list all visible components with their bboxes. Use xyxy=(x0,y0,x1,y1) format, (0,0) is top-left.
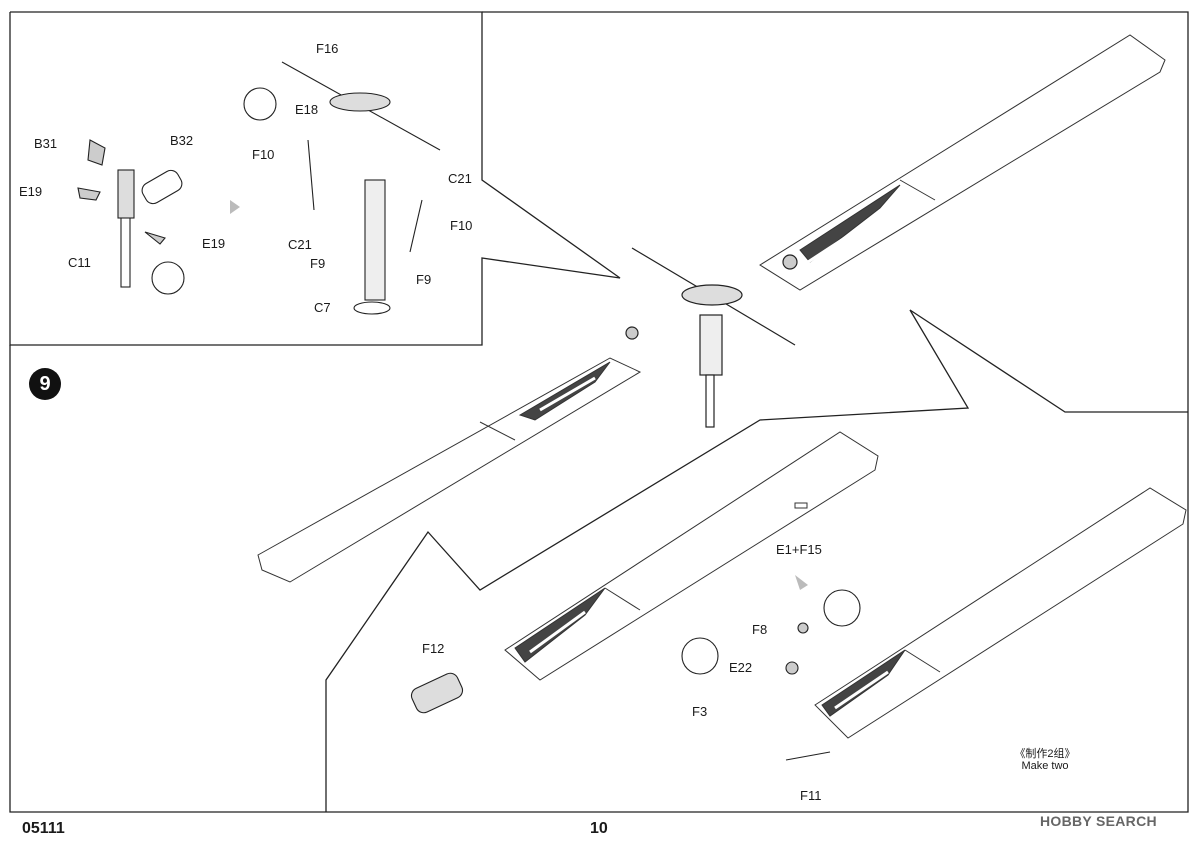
part-label-e1-f15: E1+F15 xyxy=(776,542,822,557)
step-number-badge: 9 xyxy=(29,368,61,400)
part-label-e19-right: E19 xyxy=(202,236,226,251)
inset-frame xyxy=(9,11,621,346)
rotor-blade-lower-right xyxy=(814,487,1187,739)
product-code: 05111 xyxy=(22,820,65,837)
watermark-logo: HOBBY SEARCH xyxy=(1040,813,1157,829)
make-two-note: 《制作2组》 Make two xyxy=(1000,748,1090,772)
part-label-c7: C7 xyxy=(314,300,331,315)
part-label-c11: C11 xyxy=(68,255,91,270)
part-label-f10-right: F10 xyxy=(450,218,473,233)
part-label-f16: F16 xyxy=(316,41,339,56)
part-label-f8: F8 xyxy=(752,622,768,637)
part-label-f12: F12 xyxy=(422,641,445,656)
rotor-blade-lower-middle xyxy=(504,431,879,681)
part-label-e18: E18 xyxy=(295,102,319,117)
main-frame xyxy=(9,11,1189,813)
make-two-english: Make two xyxy=(1021,760,1069,772)
part-label-b32: B32 xyxy=(170,133,194,148)
part-label-f10-top: F10 xyxy=(252,147,275,162)
callout-lower xyxy=(325,309,970,812)
part-label-e19-left: E19 xyxy=(19,184,43,199)
part-label-e22: E22 xyxy=(729,660,753,675)
arrows xyxy=(230,200,808,590)
inset-parts xyxy=(77,61,441,315)
part-label-f9-left: F9 xyxy=(310,256,326,271)
detail-callouts xyxy=(410,589,861,761)
part-label-c21-right: C21 xyxy=(448,171,472,186)
part-label-f3: F3 xyxy=(692,704,708,719)
part-label-f9-right: F9 xyxy=(416,272,432,287)
part-label-f11: F11 xyxy=(800,788,822,803)
rotor-blade-upper-right xyxy=(759,34,1166,291)
part-label-c21-left: C21 xyxy=(288,237,312,252)
callout-upper xyxy=(909,309,1188,413)
rotor-hub xyxy=(625,247,798,428)
rotor-blade-left xyxy=(257,357,642,583)
part-label-b31: B31 xyxy=(34,136,58,151)
page-number: 10 xyxy=(590,820,608,837)
make-two-chinese: 《制作2组》 xyxy=(1014,748,1076,760)
